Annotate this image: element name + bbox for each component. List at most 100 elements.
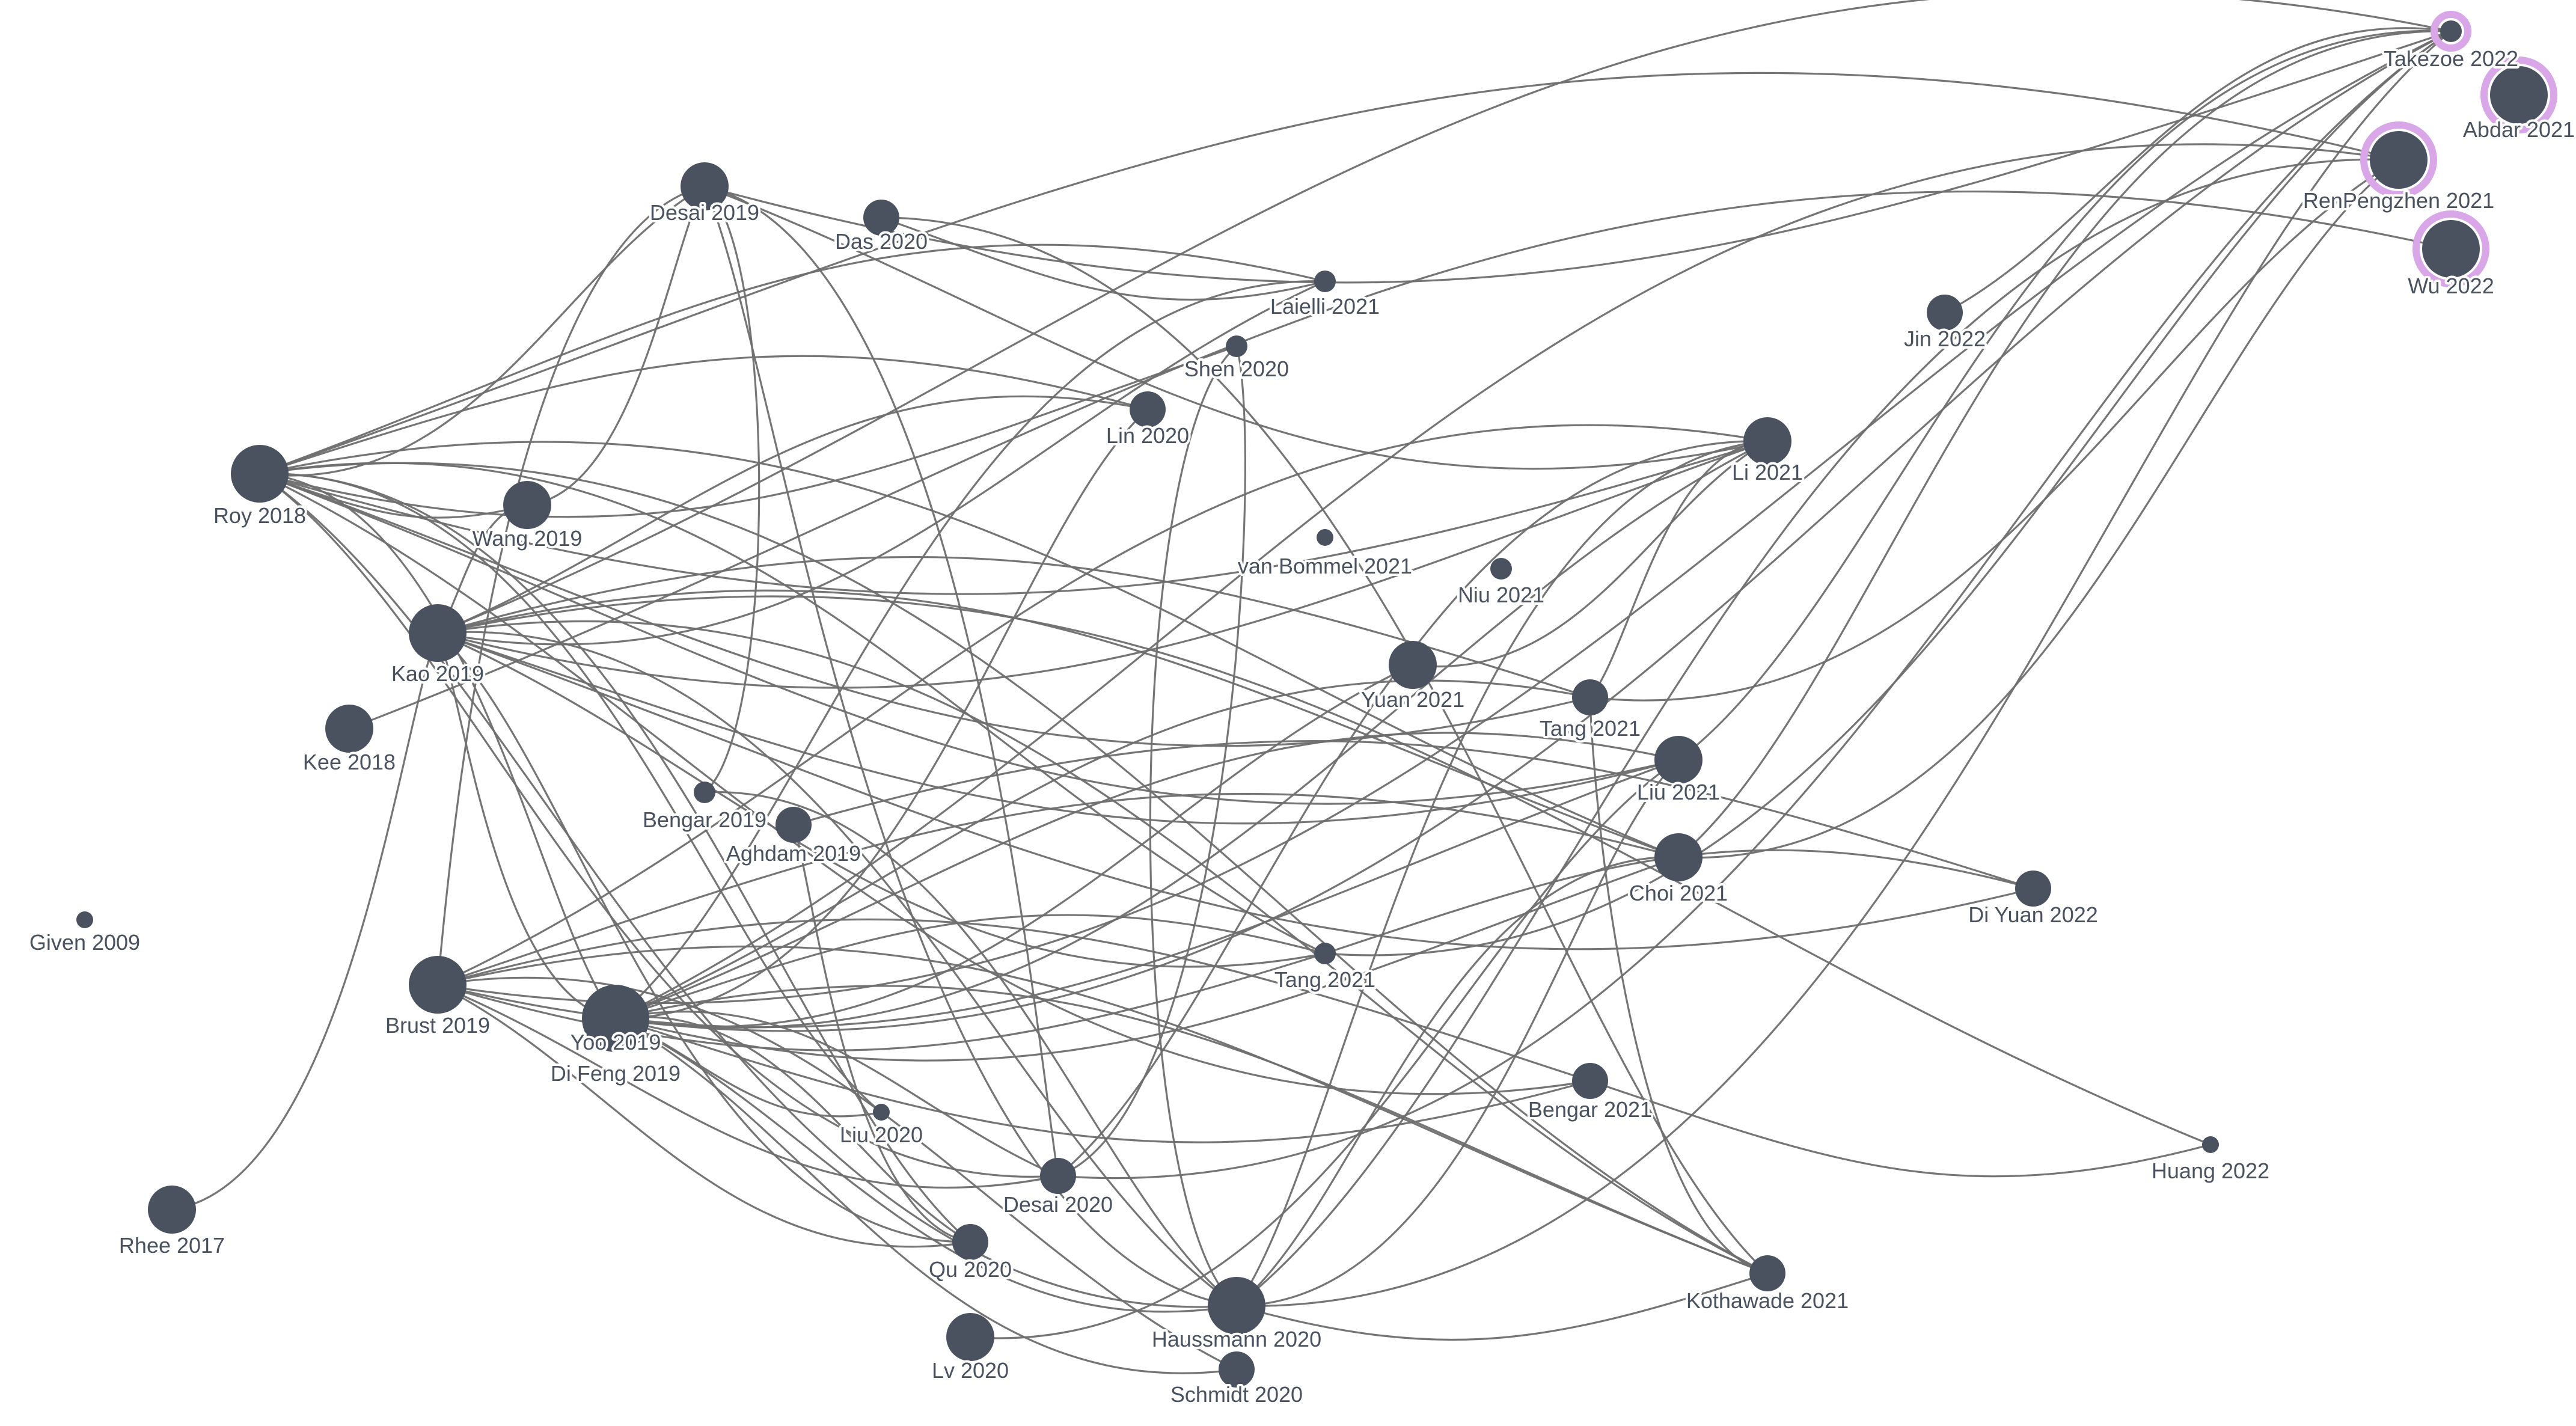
- node-given2009[interactable]: [76, 911, 93, 928]
- node-liu2020[interactable]: [873, 1104, 890, 1121]
- node-label-renpengzhen2021: RenPengzhen 2021: [2303, 188, 2494, 213]
- node-lv2020[interactable]: [946, 1313, 994, 1361]
- node-yoo2019[interactable]: [582, 985, 649, 1052]
- edge-desai2019-desai2020: [704, 185, 1059, 1177]
- node-tang2021b[interactable]: [1314, 943, 1336, 964]
- node-label-kee2018: Kee 2018: [303, 750, 396, 774]
- edge-kao2019-takezoe2022: [437, 0, 2452, 634]
- node-label-qu2020: Qu 2020: [929, 1257, 1012, 1282]
- node-label-huang2022: Huang 2022: [2152, 1158, 2269, 1183]
- edge-yoo2019-haussmann2020: [615, 1017, 1237, 1313]
- node-roy2018[interactable]: [231, 445, 289, 503]
- node-label-desai2020: Desai 2020: [1003, 1192, 1113, 1217]
- node-label-bengar2019: Bengar 2019: [643, 807, 766, 832]
- node-lin2020[interactable]: [1130, 391, 1166, 427]
- edge-brust2019-schmidt2020: [437, 976, 1237, 1371]
- edge-yoo2019-lin2020: [615, 408, 1149, 1020]
- edge-kao2019-laielli2021: [437, 280, 1326, 646]
- edge-choi2021-renpengzhen2021: [1678, 159, 2399, 859]
- node-label-yuan2021: Yuan 2021: [1361, 687, 1464, 712]
- edge-yoo2019-laielli2021: [614, 280, 1326, 1020]
- node-diyuan2022[interactable]: [2015, 871, 2051, 907]
- node-kao2019[interactable]: [409, 604, 467, 662]
- edge-yoo2019-kothawade2021: [615, 985, 1768, 1275]
- edge-desai2019-bengar2019: [703, 185, 760, 794]
- node-jin2022[interactable]: [1927, 295, 1963, 331]
- edge-roy2018-li2021: [259, 440, 1768, 595]
- edge-yoo2019-tang2021b: [615, 914, 1326, 1020]
- edge-brust2019-desai2020: [437, 984, 1059, 1189]
- edge-kao2019-yoo2019: [436, 632, 616, 1020]
- edge-roy2018-kothawade2021: [259, 462, 1768, 1275]
- node-liu2021[interactable]: [1654, 736, 1703, 784]
- node-abdar2021[interactable]: [2490, 66, 2548, 124]
- node-haussmann2020[interactable]: [1208, 1277, 1265, 1335]
- edge-brust2019-liu2021: [437, 759, 1679, 1029]
- node-label-liu2020: Liu 2020: [840, 1122, 923, 1147]
- node-label-lin2020: Lin 2020: [1106, 423, 1189, 448]
- edge-brust2019-li2021: [437, 424, 1768, 986]
- node-label-wu2022: Wu 2022: [2408, 274, 2494, 298]
- node-aghdam2019[interactable]: [776, 807, 812, 843]
- node-label-rhee2017: Rhee 2017: [119, 1233, 225, 1258]
- node-desai2020[interactable]: [1040, 1158, 1076, 1194]
- edge-brust2019-choi2021: [437, 792, 1679, 986]
- edge-desai2019-wang2019: [527, 186, 706, 506]
- edge-roy2018-yoo2019: [259, 473, 617, 1019]
- node-label-takezoe2022: Takezoe 2022: [2384, 46, 2518, 71]
- node-label-wang2019: Wang 2019: [473, 526, 583, 551]
- edge-desai2019-brust2019: [436, 185, 705, 985]
- edge-roy2018-lin2020: [259, 355, 1148, 475]
- node-niu2021[interactable]: [1490, 558, 1512, 580]
- node-bengar2021[interactable]: [1572, 1063, 1608, 1099]
- edge-yoo2019-takezoe2022: [615, 30, 2452, 1032]
- edge-yoo2019-desai2020: [615, 1011, 1059, 1177]
- node-tang2021a[interactable]: [1572, 679, 1608, 715]
- node-choi2021[interactable]: [1654, 833, 1703, 881]
- node-desai2019[interactable]: [681, 162, 729, 210]
- graph-nodes: [76, 11, 2557, 1388]
- edge-tang2021a-li2021: [1589, 440, 1768, 699]
- edge-kao2019-lin2020: [437, 395, 1148, 634]
- node-kothawade2021[interactable]: [1749, 1255, 1785, 1291]
- edge-roy2018-haussmann2020: [259, 473, 1237, 1308]
- node-rhee2017[interactable]: [148, 1186, 196, 1234]
- edge-kao2019-diyuan2022: [437, 632, 2034, 950]
- edge-kao2019-haussmann2020: [437, 631, 1237, 1307]
- node-schmidt2020[interactable]: [1219, 1351, 1255, 1388]
- node-label-roy2018: Roy 2018: [213, 503, 306, 528]
- edge-yoo2019-liu2021: [615, 732, 1679, 1020]
- edge-liu2021-takezoe2022: [1678, 29, 2452, 761]
- node-label-li2021: Li 2021: [1732, 460, 1803, 485]
- node-bengar2019[interactable]: [694, 782, 715, 803]
- node-takezoe2022[interactable]: [2440, 20, 2462, 42]
- edge-brust2019-takezoe2022: [437, 30, 2452, 1005]
- node-qu2020[interactable]: [952, 1224, 988, 1260]
- edge-rhee2017-kao2019: [171, 632, 439, 1211]
- node-halo-takezoe2022: [2431, 11, 2471, 52]
- node-vanbommel2021[interactable]: [1317, 529, 1333, 546]
- node-shen2020[interactable]: [1226, 335, 1247, 357]
- edge-desai2019-li2021: [704, 185, 1768, 470]
- node-halo-renpengzhen2021: [2360, 121, 2437, 198]
- edge-desai2020-shen2020: [1057, 346, 1246, 1177]
- node-huang2022[interactable]: [2202, 1136, 2219, 1153]
- node-renpengzhen2021[interactable]: [2370, 131, 2428, 189]
- node-label-desai2019: Desai 2019: [650, 200, 759, 225]
- node-label-abdar2021: Abdar 2021: [2463, 117, 2575, 142]
- node-wu2022[interactable]: [2422, 220, 2480, 278]
- edge-brust2019-kothawade2021: [437, 945, 1768, 1275]
- node-laielli2021[interactable]: [1314, 271, 1336, 292]
- node-wang2019[interactable]: [503, 481, 551, 529]
- node-label-kao2019: Kao 2019: [391, 661, 484, 686]
- node-brust2019[interactable]: [409, 956, 467, 1014]
- node-kee2018[interactable]: [325, 705, 373, 753]
- edge-haussmann2020-takezoe2022: [1236, 30, 2452, 1307]
- node-das2020[interactable]: [863, 200, 899, 236]
- node-li2021[interactable]: [1743, 417, 1791, 465]
- node-yuan2021[interactable]: [1389, 641, 1437, 689]
- edge-yoo2019-qu2020: [615, 1016, 971, 1243]
- node-halo-abdar2021: [2480, 57, 2557, 133]
